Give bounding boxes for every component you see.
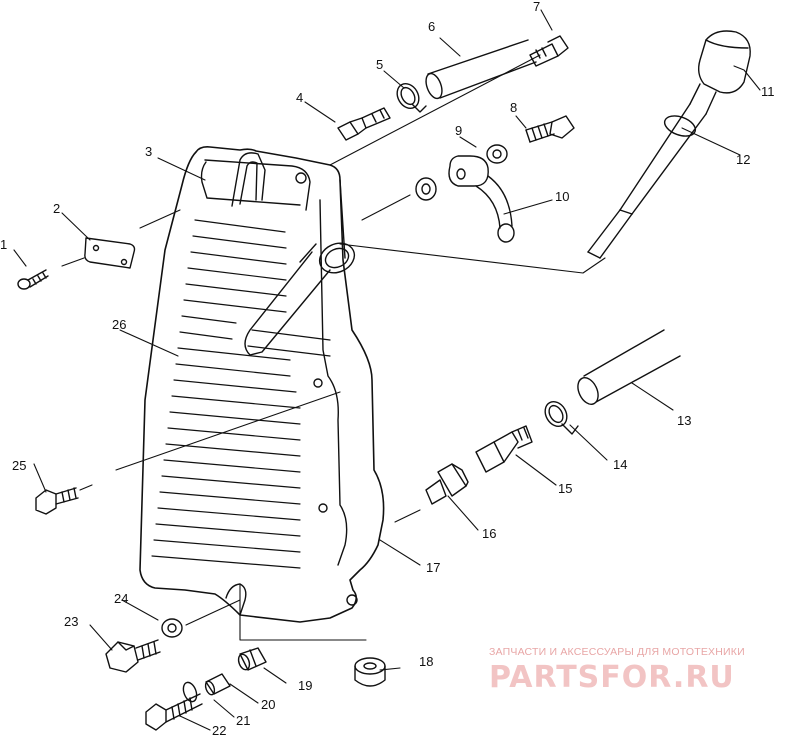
clamp-14	[544, 400, 579, 435]
callout-25: 25	[12, 458, 27, 473]
bolt-22	[145, 693, 203, 731]
callout-14: 14	[613, 457, 628, 472]
callout-3: 3	[145, 144, 153, 159]
filler-neck	[244, 242, 356, 356]
bushing-19	[237, 647, 267, 671]
screw-1	[17, 269, 49, 290]
hose-6	[425, 39, 537, 100]
callout-6: 6	[428, 19, 436, 34]
callout-1: 1	[0, 237, 8, 252]
callout-2: 2	[53, 201, 61, 216]
bolt-8	[525, 115, 575, 143]
callout-13: 13	[677, 413, 692, 428]
callout-23: 23	[64, 614, 79, 629]
callout-8: 8	[510, 100, 518, 115]
o-ring-12	[663, 115, 697, 137]
callout-21: 21	[236, 713, 251, 728]
bracket-2	[84, 237, 136, 269]
callout-18: 18	[419, 654, 434, 669]
callout-15: 15	[558, 481, 573, 496]
fitting-16	[425, 463, 469, 505]
callout-5: 5	[376, 57, 384, 72]
dipstick-cap-11	[689, 30, 751, 115]
leader-lines	[13, 9, 761, 731]
washer-24	[161, 618, 183, 638]
callout-7: 7	[533, 0, 541, 14]
callout-4: 4	[296, 90, 304, 105]
callout-12: 12	[736, 152, 751, 167]
banjo-fitting-10	[448, 155, 515, 243]
fitting-15	[475, 425, 533, 473]
oil-tank	[139, 146, 385, 623]
clamp-5	[396, 82, 427, 113]
callout-19: 19	[298, 678, 313, 693]
callout-20: 20	[261, 697, 276, 712]
callout-10: 10	[555, 189, 570, 204]
hose-13	[577, 329, 681, 405]
callout-22: 22	[212, 723, 227, 738]
grommet-18	[354, 657, 386, 687]
watermark-tagline: ЗАПЧАСТИ И АКСЕССУАРЫ ДЛЯ МОТОТЕХНИКИ	[489, 646, 745, 658]
callout-17: 17	[426, 560, 441, 575]
callout-11: 11	[761, 84, 775, 99]
bolt-23	[105, 639, 161, 673]
washer-21	[182, 681, 198, 703]
tank-ribs	[151, 219, 331, 569]
sleeve-20	[204, 673, 231, 696]
bolt-25	[35, 487, 79, 515]
washer-9	[415, 144, 508, 201]
watermark-logo: PARTSFOR.RU	[489, 660, 735, 695]
callout-24: 24	[114, 591, 129, 606]
callout-26: 26	[112, 317, 127, 332]
callout-16: 16	[482, 526, 497, 541]
callout-9: 9	[455, 123, 463, 138]
fitting-7	[529, 35, 569, 67]
fitting-4	[337, 107, 391, 141]
dipstick	[587, 103, 707, 259]
